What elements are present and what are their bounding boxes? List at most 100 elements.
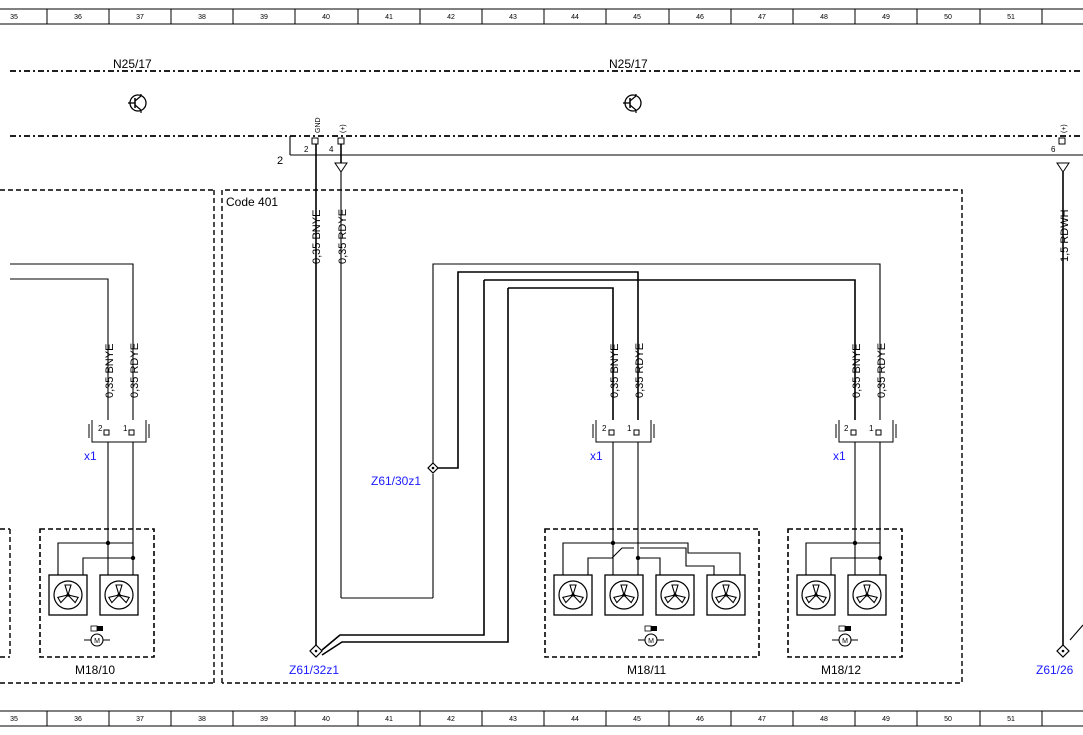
pin-2: 2 (844, 424, 849, 433)
plus-label: (+) (340, 124, 347, 133)
ruler-label: 44 (571, 14, 579, 21)
pin-6: 6 (1051, 145, 1056, 154)
connector-x1-label: x1 (833, 449, 846, 463)
motor-icon: M (832, 625, 858, 647)
ruler-label: 41 (385, 14, 393, 21)
splice-label: Z61/32z1 (289, 663, 339, 677)
motor-letter: M (648, 638, 654, 645)
splice-z61-26: Z61/26 (1036, 644, 1074, 677)
code-401-label: Code 401 (226, 195, 278, 209)
wires (10, 144, 1083, 656)
connector-x1-left: 2 1 x1 (84, 420, 150, 463)
left-box (0, 189, 215, 684)
motor-m18-12: M M18/12 (787, 528, 903, 677)
ruler-label: 48 (820, 14, 828, 21)
partial-box-left (0, 528, 11, 658)
connector-x1-label: x1 (84, 449, 97, 463)
motor-label: M18/11 (627, 663, 666, 677)
pin-2: 2 (602, 424, 607, 433)
ruler-label: 44 (571, 716, 579, 723)
ruler-label: 37 (136, 14, 144, 21)
ruler-label: 49 (882, 716, 890, 723)
fan-icon (847, 574, 887, 616)
ruler-label: 49 (882, 14, 890, 21)
fan-icon (99, 574, 139, 616)
ruler-label: 45 (633, 716, 641, 723)
pin-1: 1 (627, 424, 632, 433)
pin-plus: 4 (329, 145, 334, 154)
motor-icon: M (638, 625, 664, 647)
motor-label: M18/12 (821, 663, 861, 677)
control-unit-label-right: N25/17 (609, 57, 648, 71)
wire-label-bnye: 0,35 BNYE (851, 344, 863, 398)
pin-gnd: 2 (304, 145, 309, 154)
motor-m18-10: M M18/10 (39, 528, 155, 677)
ruler-label: 50 (944, 716, 952, 723)
wire-label-rdye: 0,35 RDYE (129, 343, 141, 398)
wire-label-bnye: 0,35 BNYE (311, 210, 323, 264)
ruler-label: 51 (1007, 716, 1015, 723)
fan-icon (706, 574, 746, 616)
connector-x1-right: 2 1 x1 (833, 420, 897, 463)
ruler-label: 37 (136, 716, 144, 723)
ruler-label: 40 (322, 716, 330, 723)
motor-icon: M (84, 625, 110, 647)
fan-icon (48, 574, 88, 616)
wire-labels: 0,35 BNYE 0,35 RDYE 0,35 BNYE 0,35 RDYE … (104, 209, 1071, 398)
ruler-label: 38 (198, 14, 206, 21)
ruler-label: 38 (198, 716, 206, 723)
splice-label: Z61/26 (1036, 663, 1074, 677)
ruler-label: 42 (447, 14, 455, 21)
fan-icon (553, 574, 593, 616)
motor-label: M18/10 (75, 663, 115, 677)
ruler-label: 45 (633, 14, 641, 21)
ruler-label: 51 (1007, 14, 1015, 21)
control-unit-n25-17: N25/17 N25/17 (10, 57, 1083, 137)
fan-icon (655, 574, 695, 616)
code-401-box: Code 401 (221, 189, 963, 684)
ruler-label: 50 (944, 14, 952, 21)
ruler-label: 41 (385, 716, 393, 723)
pin-1: 1 (869, 424, 874, 433)
gnd-label: GND (315, 117, 322, 133)
control-unit-label-left: N25/17 (113, 57, 152, 71)
ruler-label: 46 (696, 716, 704, 723)
ruler-label: 40 (322, 14, 330, 21)
ruler-label: 48 (820, 716, 828, 723)
fan-icon (796, 574, 836, 616)
motor-m18-11: M M18/11 (544, 528, 760, 677)
ruler-label: 39 (260, 716, 268, 723)
ruler-bottom: 35 36 37 38 39 40 41 42 43 44 45 46 47 48 49 50 51 (0, 710, 1083, 727)
connector-2-label: 2 (277, 155, 283, 167)
wire-label-rdwh: 1,5 RDWH (1059, 209, 1071, 262)
pin-2: 2 (98, 424, 103, 433)
motor-feed-wires (107, 442, 881, 558)
wire-label-rdye: 0,35 RDYE (876, 343, 888, 398)
wire-label-rdye: 0,35 RDYE (337, 209, 349, 264)
plus-label-right: (+) (1061, 124, 1068, 133)
connector-x1-label: x1 (590, 449, 603, 463)
ruler-label: 35 (10, 14, 18, 21)
splice-label: Z61/30z1 (371, 474, 421, 488)
connector-x1-mid: 2 1 x1 (590, 420, 655, 463)
splice-z61-30z1: Z61/30z1 (371, 462, 439, 488)
ruler-label: 47 (758, 14, 766, 21)
ruler-label: 35 (10, 716, 18, 723)
ruler-label: 36 (74, 716, 82, 723)
ruler-label: 47 (758, 716, 766, 723)
ruler-label: 36 (74, 14, 82, 21)
fan-icon (604, 574, 644, 616)
ruler-label: 43 (509, 716, 517, 723)
ruler-label: 42 (447, 716, 455, 723)
transistor-icon (128, 94, 147, 113)
motor-letter: M (94, 638, 100, 645)
splice-z61-32z1: Z61/32z1 (289, 644, 339, 677)
pin-1: 1 (123, 424, 128, 433)
ruler-label: 43 (509, 14, 517, 21)
wire-label-bnye: 0,35 BNYE (104, 344, 116, 398)
transistor-icon (623, 94, 642, 113)
motor-letter: M (842, 638, 848, 645)
ruler-label: 39 (260, 14, 268, 21)
